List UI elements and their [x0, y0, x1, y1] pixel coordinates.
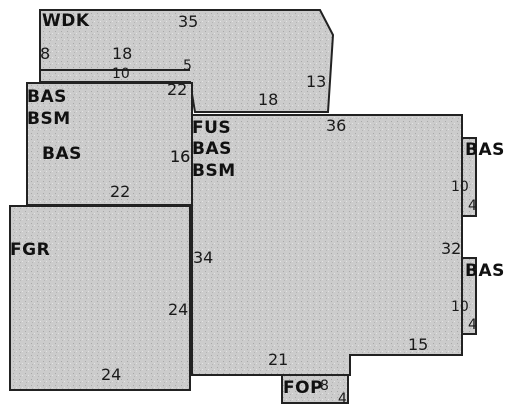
dim-wdk-top: 35 [178, 12, 199, 31]
dim-bas-right: 16 [170, 147, 191, 166]
dim-bump-upper-depth: 4 [468, 198, 477, 214]
area-fus-main [191, 114, 463, 376]
area-bas-bump-upper [461, 137, 477, 217]
dim-wdk-step: 10 [112, 66, 130, 82]
dim-bump-lower-len: 10 [451, 299, 469, 315]
area-label-fgr: FGR [10, 240, 51, 260]
area-label-bas-2: BAS [42, 144, 82, 164]
dim-upper-right: 22 [167, 80, 188, 99]
dim-fgr-right: 24 [168, 300, 189, 319]
dim-bas-bottom: 22 [110, 182, 131, 201]
dim-bump-lower-depth: 4 [468, 317, 477, 333]
dim-deck-bottom: 18 [258, 90, 279, 109]
dim-bump-upper-len: 10 [451, 179, 469, 195]
area-label-bas-3: BAS [192, 139, 232, 159]
area-fop [281, 374, 349, 404]
dim-wdk-right: 13 [306, 72, 327, 91]
dim-fop-width: 8 [320, 378, 329, 394]
dim-wdk-notch: 5 [183, 58, 192, 74]
dim-main-bottom-right: 15 [408, 335, 429, 354]
area-label-fop: FOP [283, 378, 324, 398]
area-bas-bsm-left [26, 82, 193, 206]
area-fgr [9, 205, 191, 391]
dim-main-right: 32 [441, 239, 462, 258]
dim-main-left: 34 [193, 248, 214, 267]
area-label-fus: FUS [192, 118, 232, 138]
area-label-wdk: WDK [42, 11, 90, 31]
dim-fgr-bottom: 24 [101, 365, 122, 384]
area-bas-bump-lower [461, 257, 477, 335]
dim-bas-side: 16 [170, 147, 191, 166]
area-label-bas-1: BAS [27, 87, 67, 107]
area-label-bas-5: BAS [465, 261, 505, 281]
area-label-bsm-2: BSM [192, 161, 236, 181]
area-label-bas-4: BAS [465, 140, 505, 160]
dim-main-bottom: 21 [268, 350, 289, 369]
dim-main-top: 36 [326, 116, 347, 135]
dim-wdk-inner: 18 [112, 44, 133, 63]
dim-wdk-left: 8 [40, 44, 51, 63]
area-label-bsm-1: BSM [27, 109, 71, 129]
dim-fop-depth: 4 [338, 391, 347, 407]
